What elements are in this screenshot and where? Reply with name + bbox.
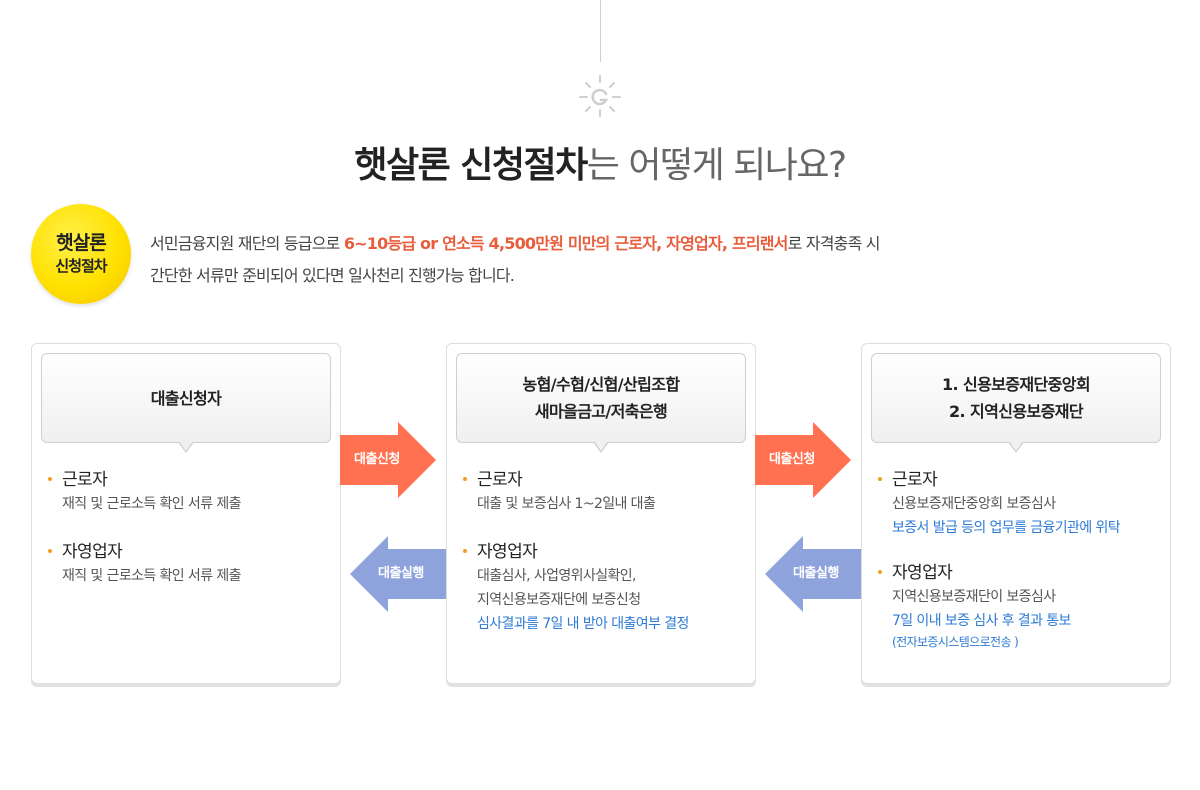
section-self-employed: 자영업자 지역신용보증재단이 보증심사 7일 이내 보증 심사 후 결과 통보 …: [878, 561, 1168, 651]
arrow-label: 대출실행: [793, 566, 839, 581]
section-line: 재직 및 근로소득 확인 서류 제출: [62, 496, 241, 512]
section-title: 근로자: [463, 468, 753, 492]
section-line-highlight: 7일 이내 보증 심사 후 결과 통보: [892, 613, 1071, 629]
procedure-badge: 햇살론 신청절차: [31, 204, 131, 304]
page-title-bold: 햇살론 신청절차: [354, 145, 588, 186]
page-title-light: 는 어떻게 되나요?: [586, 145, 847, 186]
section-line: 지역신용보증재단에 보증신청: [477, 592, 641, 608]
arrow-shape: [755, 422, 851, 498]
section-title: 근로자: [878, 468, 1168, 492]
section-title: 자영업자: [878, 561, 1168, 585]
description-line2: 간단한 서류만 준비되어 있다면 일사천리 진행가능 합니다.: [150, 266, 515, 285]
description-suffix: 로 자격충족 시: [787, 234, 881, 253]
card-header-line: 2. 지역신용보증재단: [949, 402, 1084, 421]
arrow-execute-1: 대출실행: [350, 536, 446, 612]
card-header: 대출신청자: [41, 353, 331, 453]
section-line-highlight: 보증서 발급 등의 업무를 금융기관에 위탁: [892, 520, 1121, 536]
section-self-employed: 자영업자 대출심사, 사업영위사실확인, 지역신용보증재단에 보증신청 심사결과…: [463, 540, 753, 636]
arrow-apply-1: 대출신청: [340, 422, 436, 498]
badge-line1: 햇살론: [56, 232, 106, 254]
section-worker: 근로자 대출 및 보증심사 1~2일내 대출: [463, 468, 753, 516]
section-title: 자영업자: [48, 540, 338, 564]
card-header: 농협/수협/신협/산립조합 새마을금고/저축은행: [456, 353, 746, 453]
arrow-label: 대출신청: [769, 452, 815, 467]
arrow-label: 대출실행: [378, 566, 424, 581]
section-line: 지역신용보증재단이 보증심사: [892, 589, 1056, 605]
arrow-shape: [340, 422, 436, 498]
section-line: 대출 및 보증심사 1~2일내 대출: [477, 496, 656, 512]
description: 서민금융지원 재단의 등급으로 6~10등급 or 연소득 4,500만원 미만…: [150, 228, 881, 292]
description-highlight: 6~10등급 or 연소득 4,500만원 미만의 근로자, 자영업자, 프리랜…: [343, 234, 789, 253]
arrow-shape: [765, 536, 861, 612]
card-header-line: 새마을금고/저축은행: [534, 402, 668, 421]
section-line: 대출심사, 사업영위사실확인,: [477, 568, 637, 584]
sun-icon: [579, 75, 621, 117]
section-worker: 근로자 재직 및 근로소득 확인 서류 제출: [48, 468, 338, 516]
card-financial-institution: 농협/수협/신협/산립조합 새마을금고/저축은행 근로자 대출 및 보증심사 1…: [446, 343, 756, 684]
card-header-line: 1. 신용보증재단중앙회: [941, 375, 1091, 394]
hanging-line: [600, 0, 601, 62]
page-title: 햇살론 신청절차는 어떻게 되나요?: [0, 138, 1200, 194]
arrow-execute-2: 대출실행: [765, 536, 861, 612]
section-title: 자영업자: [463, 540, 753, 564]
description-prefix: 서민금융지원 재단의 등급으로: [150, 234, 344, 253]
card-header-line: 대출신청자: [150, 388, 222, 408]
arrow-shape: [350, 536, 446, 612]
section-worker: 근로자 신용보증재단중앙회 보증심사 보증서 발급 등의 업무를 금융기관에 위…: [878, 468, 1168, 540]
arrow-label: 대출신청: [354, 452, 400, 467]
badge-line2: 신청절차: [55, 257, 107, 275]
arrow-apply-2: 대출신청: [755, 422, 851, 498]
card-header: 1. 신용보증재단중앙회 2. 지역신용보증재단: [871, 353, 1161, 453]
section-line-note: (전자보증시스템으로전송 ): [892, 635, 1019, 649]
section-self-employed: 자영업자 재직 및 근로소득 확인 서류 제출: [48, 540, 338, 588]
card-applicant: 대출신청자 근로자 재직 및 근로소득 확인 서류 제출 자영업자 재직 및 근…: [31, 343, 341, 684]
description-line1: 서민금융지원 재단의 등급으로 6~10등급 or 연소득 4,500만원 미만…: [150, 228, 881, 260]
section-title: 근로자: [48, 468, 338, 492]
section-line: 신용보증재단중앙회 보증심사: [892, 496, 1056, 512]
card-credit-guarantee: 1. 신용보증재단중앙회 2. 지역신용보증재단 근로자 신용보증재단중앙회 보…: [861, 343, 1171, 684]
section-line-highlight: 심사결과를 7일 내 받아 대출여부 결정: [477, 616, 689, 632]
section-line: 재직 및 근로소득 확인 서류 제출: [62, 568, 241, 584]
card-header-line: 농협/수협/신협/산립조합: [522, 375, 681, 394]
